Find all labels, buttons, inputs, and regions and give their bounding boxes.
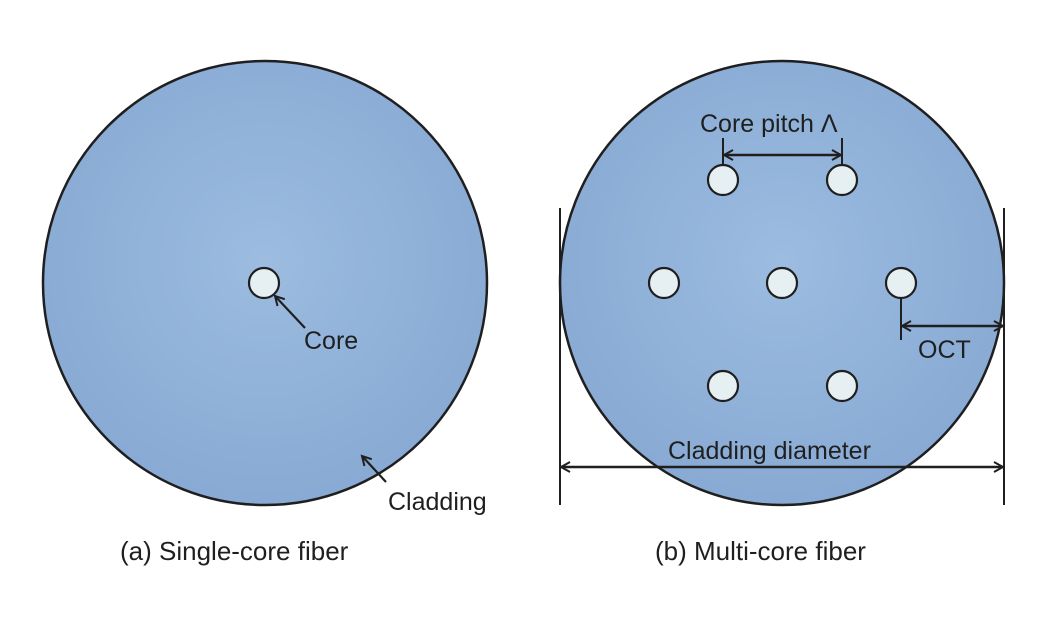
core-top-right — [825, 163, 859, 197]
panel-multi-core: Core pitch Λ OCT Cladding diameter (b) M… — [558, 59, 1006, 566]
core-bottom-left — [706, 369, 740, 403]
core-label: Core — [304, 327, 358, 355]
core-center — [765, 266, 799, 300]
oct-label: OCT — [918, 336, 971, 364]
core-pitch-label: Core pitch Λ — [700, 110, 838, 138]
caption-b: (b) Multi-core fiber — [655, 536, 866, 566]
cladding-diameter-label: Cladding diameter — [668, 437, 871, 465]
caption-a: (a) Single-core fiber — [120, 536, 349, 566]
panel-single-core: Core Cladding (a) Single-core fiber — [41, 59, 489, 566]
core-mid-right — [884, 266, 918, 300]
cladding-label: Cladding — [388, 488, 487, 516]
core-bottom-right — [825, 369, 859, 403]
core-pointer-arrow — [275, 296, 306, 329]
core-top-left — [706, 163, 740, 197]
core-mid-left — [647, 266, 681, 300]
core-circle-a — [247, 266, 281, 300]
cladding-pointer-arrow — [362, 456, 387, 483]
